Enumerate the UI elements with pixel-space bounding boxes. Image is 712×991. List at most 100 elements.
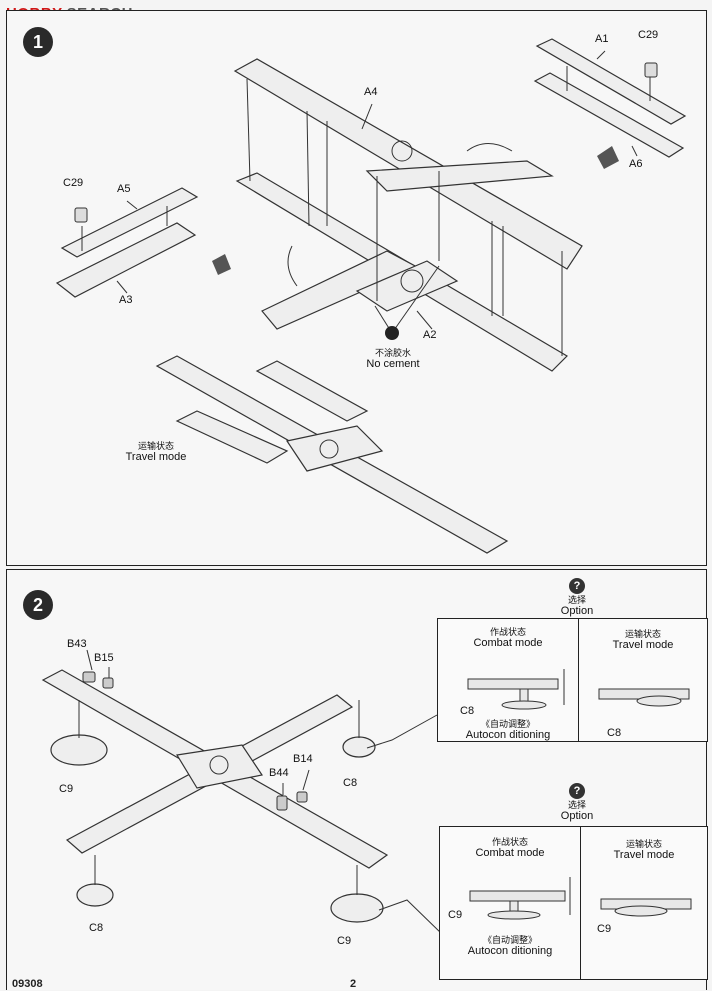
option-label-b: 选择 Option [557, 800, 597, 823]
inset-b-combat-drawing [469, 877, 571, 920]
inset-b-part-label: C9 [448, 909, 463, 921]
travel-mode-caption: 运输状态 Travel mode [121, 441, 191, 464]
inset-b-foot [487, 910, 541, 920]
label-a4: A4 [364, 86, 378, 98]
step2-center-hole [209, 755, 229, 775]
label-a3: A3 [119, 294, 133, 306]
step-2-panel: 2 [6, 569, 708, 990]
inset-a-combat-en: Combat mode [473, 637, 543, 650]
part-a4-beam [233, 58, 583, 270]
no-cement-icon [385, 326, 399, 340]
inset-b-combat: 作战状态 Combat mode C9 《自动调整》 Autocon ditio… [439, 826, 581, 980]
inset-a-travel-foot [636, 695, 682, 707]
inset-b-travel-part: C9 [597, 923, 612, 935]
travel-center-hole [319, 439, 339, 459]
inset-a-combat: 作战状态 Combat mode C8 《自动调整》 Autocon ditio… [437, 618, 579, 742]
label-b44: B44 [269, 767, 289, 779]
part-b43 [82, 671, 96, 683]
outrigger-center [176, 744, 263, 789]
step-1-drawing [55, 38, 687, 554]
step-2-drawing [41, 649, 444, 936]
step-1-number: 1 [23, 27, 53, 57]
leader-b14 [302, 769, 310, 791]
inset-a-travel-cn: 运输状态 [624, 629, 661, 639]
inset-a-combat-title: 作战状态 Combat mode [438, 627, 578, 650]
inset-b-auto-cn: 《自动调整》 [482, 935, 537, 945]
inset-b-travel-cn: 运输状态 [625, 839, 662, 849]
inset-a-foot [501, 700, 547, 710]
part-b14 [296, 791, 308, 803]
travel-center [286, 425, 384, 472]
inset-b-travel-en: Travel mode [613, 849, 675, 862]
inset-a-part-label: C8 [460, 705, 475, 717]
travel-mode-cn: 运输状态 [137, 441, 174, 451]
inset-a-travel-drawing [598, 688, 690, 707]
inset-b-travel-foot [614, 905, 668, 917]
leader-a1 [596, 50, 606, 60]
inset-b-auto-note: 《自动调整》 Autocon ditioning [440, 935, 580, 958]
rotate-arrow-left [287, 245, 298, 287]
inset-b-travel-title: 运输状态 Travel mode [581, 839, 707, 862]
part-b15 [102, 677, 114, 689]
label-a6: A6 [629, 158, 643, 170]
label-c9-left: C9 [59, 783, 74, 795]
label-a5: A5 [117, 183, 131, 195]
part-b44 [276, 795, 288, 811]
part-a1 [535, 38, 687, 125]
inset-a-auto-note: 《自动调整》 Autocon ditioning [438, 719, 578, 742]
inset-b-auto-en: Autocon ditioning [467, 945, 553, 958]
rotate-arrow-right [466, 143, 513, 152]
travel-beam-2 [175, 410, 289, 464]
part-a6 [533, 72, 685, 158]
inset-b-travel: 运输状态 Travel mode C9 [581, 826, 708, 980]
inset-a-travel: 运输状态 Travel mode C8 [579, 618, 708, 742]
a2-center-hole [400, 269, 424, 293]
pointer-to-inset-a [366, 714, 438, 749]
option-b-en: Option [560, 810, 594, 823]
leader-a6 [631, 145, 638, 157]
leader-a4 [361, 103, 373, 130]
inset-b-combat-en: Combat mode [475, 847, 545, 860]
a4-center-hole [391, 140, 413, 162]
foot-c8-left [76, 883, 114, 907]
inset-a-auto-en: Autocon ditioning [465, 729, 551, 742]
option-b-cn: 选择 [567, 800, 586, 810]
label-a2: A2 [423, 329, 437, 341]
label-b14: B14 [293, 753, 313, 765]
label-c9-right: C9 [337, 935, 352, 947]
inset-a-travel-title: 运输状态 Travel mode [579, 629, 707, 652]
footer-page-number: 2 [350, 978, 357, 990]
pointer-to-inset-b [378, 899, 444, 936]
inset-a-combat-cn: 作战状态 [489, 627, 526, 637]
inset-b-combat-cn: 作战状态 [491, 837, 528, 847]
leader-a5 [126, 200, 138, 210]
travel-mode-en: Travel mode [125, 451, 187, 464]
leader-nc2 [391, 265, 440, 334]
label-b43: B43 [67, 638, 87, 650]
shading-right [597, 146, 619, 169]
step-1-panel: 1 [6, 10, 707, 566]
no-cement-cn: 不涂胶水 [374, 348, 411, 358]
inset-a-beam [467, 678, 559, 690]
guide-line [306, 110, 310, 227]
option-a-cn: 选择 [567, 595, 586, 605]
inset-b-travel-drawing [600, 898, 692, 917]
inset-a-combat-drawing [467, 669, 565, 710]
step-2-number: 2 [23, 590, 53, 620]
inset-a-travel-en: Travel mode [612, 639, 674, 652]
leader-b43 [86, 649, 93, 671]
part-a4-arm [365, 160, 554, 192]
label-b15: B15 [94, 652, 114, 664]
leader-a3 [116, 280, 128, 294]
footer-kit-code: 09308 [12, 978, 43, 990]
foot-c9-right [330, 893, 384, 923]
part-a2-plate [355, 260, 459, 312]
option-a-en: Option [560, 605, 594, 618]
guide-line [246, 78, 251, 182]
inset-a-auto-cn: 《自动调整》 [480, 719, 535, 729]
label-c8-left: C8 [89, 922, 104, 934]
inset-a-travel-part: C8 [607, 727, 622, 739]
leader-a2 [416, 310, 433, 330]
foot-c9-left [50, 734, 108, 766]
travel-beam-3 [255, 360, 369, 422]
